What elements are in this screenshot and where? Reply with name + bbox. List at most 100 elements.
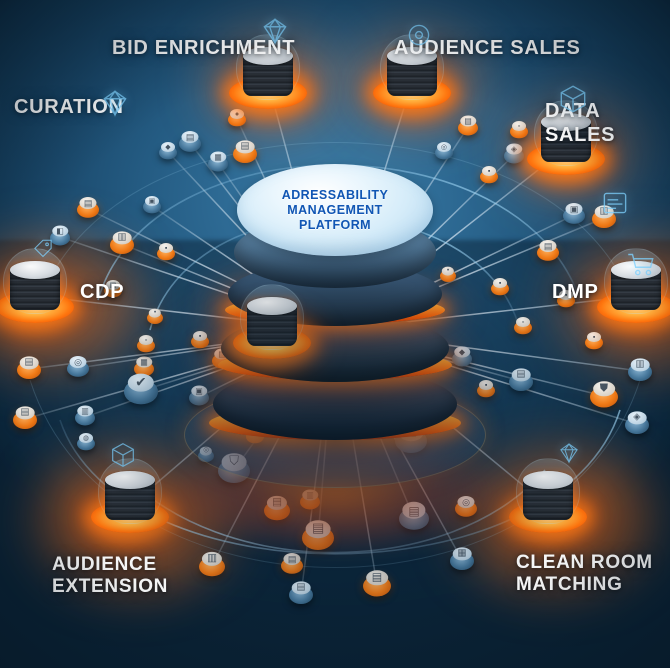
- node-face: ▤: [283, 552, 301, 566]
- cart-icon: [624, 246, 658, 285]
- node-face: ⛊: [593, 381, 615, 397]
- network-node[interactable]: ✔: [124, 370, 158, 412]
- node-glyph: ◎: [74, 356, 82, 367]
- diamond-icon: [556, 440, 582, 471]
- network-node[interactable]: ◍: [77, 430, 95, 456]
- center-label-line-0: ADRESSABILITY: [281, 188, 389, 202]
- node-glyph: ◎: [440, 142, 448, 152]
- network-node[interactable]: ▫: [514, 314, 532, 340]
- network-node[interactable]: ◈: [625, 408, 649, 440]
- network-node[interactable]: ▥: [110, 228, 134, 260]
- node-glyph: ▫: [144, 335, 148, 345]
- hub-node-curation[interactable]: [220, 283, 324, 376]
- node-face: ◍: [79, 432, 93, 443]
- node-glyph: ▤: [543, 240, 553, 251]
- node-face: ▥: [630, 358, 650, 372]
- network-node[interactable]: ▤: [179, 128, 201, 158]
- node-glyph: ✔: [135, 374, 147, 390]
- network-node[interactable]: ⛊: [590, 378, 618, 414]
- network-node[interactable]: ▫: [137, 332, 155, 358]
- node-face: ▫: [516, 316, 530, 327]
- node-glyph: ▣: [569, 203, 579, 214]
- network-node[interactable]: ▣: [143, 193, 161, 219]
- hub-label-cdp: CDP: [80, 281, 125, 303]
- target-icon: [402, 18, 436, 57]
- node-glyph: ▤: [296, 581, 306, 593]
- network-node[interactable]: ◎: [435, 139, 453, 165]
- network-node[interactable]: ▤: [289, 578, 313, 610]
- node-glyph: ◧: [56, 226, 64, 236]
- network-node[interactable]: ▣: [563, 200, 585, 230]
- network-node[interactable]: ▪: [147, 306, 163, 330]
- node-glyph: ⛊: [599, 382, 609, 395]
- network-node[interactable]: ▤: [13, 403, 37, 435]
- hub-node-audience-extension[interactable]: [78, 457, 182, 550]
- network-node[interactable]: ▤: [363, 567, 391, 603]
- node-face: ▦: [452, 547, 472, 561]
- node-glyph: ▤: [516, 368, 526, 380]
- network-node[interactable]: ▤: [17, 353, 41, 385]
- network-node[interactable]: ▤: [77, 194, 99, 224]
- hub-label-audience-extension: AUDIENCE EXTENSION: [52, 554, 169, 598]
- node-face: ▥: [112, 231, 132, 245]
- hub-label-clean-room-matching: CLEAN ROOM MATCHING: [516, 552, 653, 596]
- node-face: ▤: [235, 140, 255, 154]
- node-glyph: ▥: [635, 358, 645, 370]
- center-label-line-1: MANAGEMENT: [287, 203, 383, 217]
- network-node[interactable]: ▥: [199, 549, 225, 583]
- node-glyph: ▦: [214, 152, 222, 162]
- node-face: ▪: [148, 308, 162, 318]
- node-face: ▤: [19, 356, 39, 370]
- node-face: ▦: [210, 151, 226, 163]
- network-node[interactable]: ▥: [75, 403, 95, 431]
- node-face: ▤: [366, 570, 388, 586]
- node-face: ▤: [539, 239, 557, 253]
- node-face: ✔: [127, 373, 155, 392]
- node-face: ▤: [79, 196, 97, 210]
- node-glyph: ▫: [521, 317, 525, 327]
- network-node[interactable]: ▤: [281, 550, 303, 580]
- node-face: ▤: [291, 581, 311, 595]
- node-glyph: ▥: [81, 406, 89, 416]
- node-face: ▣: [145, 195, 159, 206]
- node-glyph: ◈: [633, 411, 641, 423]
- node-glyph: ▤: [371, 571, 383, 584]
- document-icon: [598, 186, 632, 225]
- node-face: ▫: [139, 334, 153, 345]
- cube-icon: [556, 82, 590, 121]
- node-glyph: ▥: [207, 552, 217, 564]
- node-glyph: ▪: [498, 278, 502, 288]
- node-glyph: ◆: [165, 142, 171, 152]
- node-glyph: ▪: [153, 308, 157, 316]
- node-face: ▥: [77, 405, 93, 417]
- network-node[interactable]: ▤: [537, 237, 559, 267]
- network-node[interactable]: ▦: [450, 544, 474, 576]
- network-node[interactable]: ▪: [157, 240, 175, 266]
- center-label-line-2: PLATFORM: [298, 218, 372, 232]
- node-face: ◎: [437, 141, 451, 152]
- network-node[interactable]: ▤: [509, 365, 533, 397]
- node-glyph: ▣: [148, 196, 156, 206]
- node-glyph: ▤: [83, 197, 93, 208]
- node-glyph: ▥: [117, 231, 127, 243]
- node-face: ▪: [159, 242, 173, 253]
- node-face: ◈: [627, 411, 647, 425]
- network-node[interactable]: ▥: [628, 355, 652, 387]
- network-node[interactable]: ◆: [159, 139, 177, 165]
- node-face: ◎: [69, 355, 87, 369]
- node-glyph: ▤: [185, 131, 195, 142]
- network-node[interactable]: ◎: [67, 353, 89, 383]
- node-glyph: ▦: [140, 357, 148, 367]
- hub-top-cap: [247, 297, 297, 316]
- node-glyph: ▦: [457, 547, 467, 559]
- node-face: ◆: [161, 141, 175, 152]
- node-glyph: ▤: [464, 116, 472, 126]
- cube-icon: [108, 440, 138, 475]
- hub-node-clean-room-matching[interactable]: [496, 457, 600, 550]
- node-glyph: ▪: [487, 166, 491, 176]
- network-node[interactable]: ▤: [458, 113, 478, 141]
- hub-label-dmp: DMP: [552, 281, 599, 303]
- network-node[interactable]: ▪: [491, 275, 509, 301]
